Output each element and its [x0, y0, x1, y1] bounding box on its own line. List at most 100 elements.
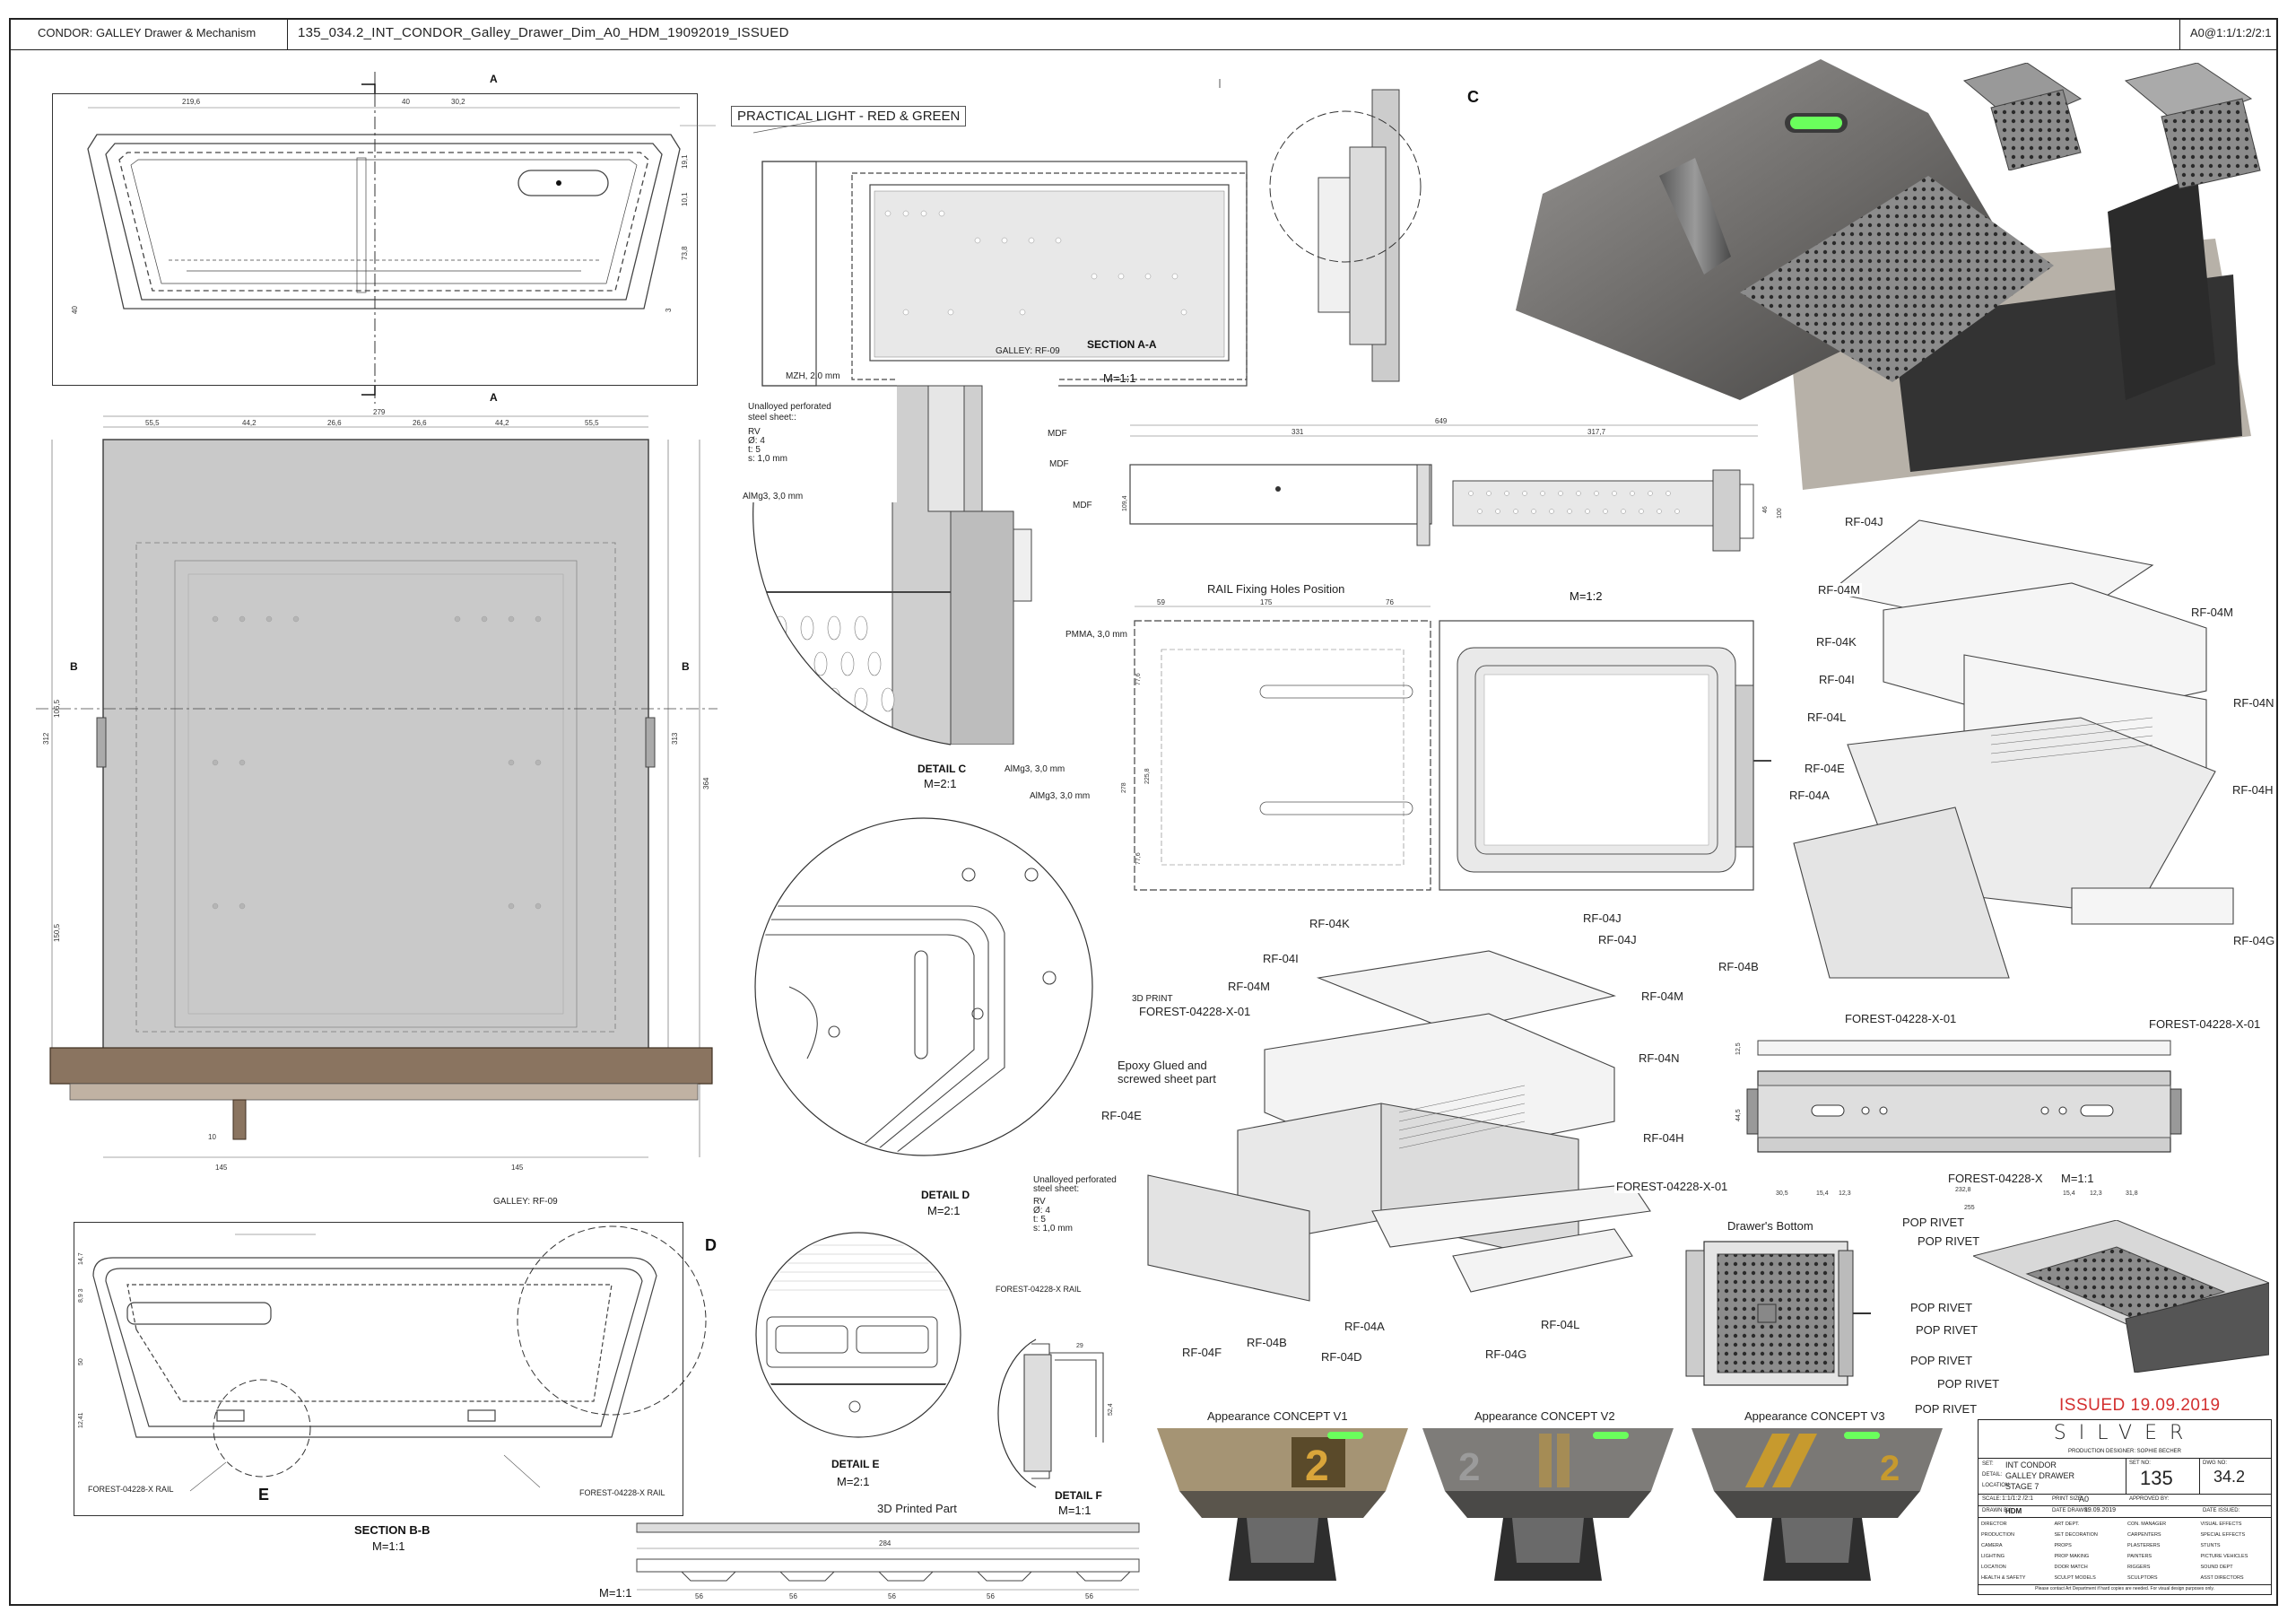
tb-dist-item: SCULPT MODELS — [2054, 1575, 2096, 1581]
detail-d-almg-2: AlMg3, 3,0 mm — [1030, 791, 1091, 801]
detail-c-pmma: PMMA, 3,0 mm — [1065, 630, 1127, 640]
tb-dateissued-label: DATE ISSUED: — [2203, 1508, 2240, 1513]
exp-c-rf04j-2: RF-04J — [1596, 933, 1639, 946]
exp-r-rf04m-1: RF-04M — [1816, 583, 1862, 597]
detail-c-dia: Ø: 4 — [748, 436, 765, 446]
tb-dist-item: RIGGERS — [2127, 1565, 2151, 1570]
exp-r-rf04k: RF-04K — [1814, 635, 1858, 649]
production-designer: PRODUCTION DESIGNER: SOPHIE BECHER — [2067, 1449, 2182, 1454]
exp-c-rf04a: RF-04A — [1343, 1320, 1387, 1333]
title-divider-2 — [2179, 18, 2180, 50]
section-marker-a-bottom: A — [490, 391, 498, 404]
svg-text:145: 145 — [511, 1164, 524, 1172]
exploded-right-drawing — [1793, 519, 2234, 979]
exp-r-rf04i: RF-04I — [1817, 673, 1857, 686]
tb-dist-col3: CON. MANAGER CARPENTERS PLASTERERS PAINT… — [2125, 1519, 2198, 1583]
tb-dist-item: SCULPTORS — [2127, 1575, 2158, 1581]
svg-text:14,7: 14,7 — [78, 1252, 84, 1265]
svg-text:50: 50 — [78, 1358, 84, 1365]
detail-c-almg-label: AlMg3, 3,0 mm — [743, 492, 804, 501]
exp-c-rf04i: RF-04I — [1261, 952, 1300, 965]
svg-text:15,4: 15,4 — [1816, 1190, 1829, 1197]
company-logo: SILVER — [2053, 1422, 2196, 1444]
tb-detail-label: DETAIL: — [1982, 1472, 2003, 1478]
tb-date-label: DATE DRAWN: — [2052, 1508, 2090, 1513]
tb-location: STAGE 7 — [2005, 1482, 2039, 1491]
svg-text:77,6: 77,6 — [1135, 673, 1142, 685]
svg-text:175: 175 — [1260, 598, 1273, 606]
section-aa-scale: M=1:1 — [1103, 371, 1136, 385]
detail-d-rv: RV — [1033, 1197, 1046, 1207]
tb-dist-item: CON. MANAGER — [2127, 1521, 2167, 1527]
tb-line-5 — [1979, 1584, 2271, 1585]
exp-r-rf04a: RF-04A — [1787, 789, 1831, 802]
side-view-drawing: 649 331 317,7 46 100 109,4 — [1122, 417, 1783, 552]
pop-rivet-6: POP RIVET — [1937, 1377, 2000, 1391]
detail-c-drawing — [752, 377, 1059, 745]
concept-v3-render: 2 — [1692, 1428, 1943, 1581]
section-aa-drawing — [753, 79, 1422, 387]
section-bb-rail-right: FOREST-04228-X RAIL — [579, 1488, 665, 1497]
tb-dist-item: ASST DIRECTORS — [2200, 1575, 2244, 1581]
rail-view-label: FOREST-04228-X — [1948, 1172, 2043, 1185]
svg-text:8,9 3: 8,9 3 — [78, 1288, 84, 1303]
svg-text:26,6: 26,6 — [327, 419, 342, 427]
svg-text:219,6: 219,6 — [182, 98, 201, 106]
svg-text:40: 40 — [71, 306, 79, 314]
concept-v1-digit: 2 — [1305, 1443, 1329, 1490]
svg-text:56: 56 — [695, 1592, 703, 1599]
svg-text:26,6: 26,6 — [413, 419, 427, 427]
svg-text:12,5: 12,5 — [1735, 1042, 1742, 1055]
svg-text:279: 279 — [373, 408, 386, 416]
svg-text:3: 3 — [665, 308, 673, 312]
drawer-bottom-drawing — [1685, 1241, 1871, 1386]
tb-line-3 — [1979, 1505, 2271, 1506]
detail-c-mdf-3: MDF — [1073, 501, 1092, 510]
detail-c-perf-label-1: Unalloyed perforated — [748, 402, 831, 412]
tb-dist-item: SET DECORATION — [2054, 1532, 2098, 1538]
concept-v1-title: Appearance CONCEPT V1 — [1207, 1409, 1348, 1423]
tb-dist-item: SPECIAL EFFECTS — [2200, 1532, 2246, 1538]
pop-rivet-5: POP RIVET — [1910, 1354, 1973, 1367]
tb-dist-item: DIRECTOR — [1981, 1521, 2007, 1527]
svg-text:145: 145 — [215, 1164, 228, 1172]
concept-v3-digit: 2 — [1880, 1449, 1900, 1488]
exp-c-rf04d: RF-04D — [1319, 1350, 1364, 1364]
section-bb-galley-label: GALLEY: RF-09 — [493, 1197, 558, 1207]
exp-c-rf04l: RF-04L — [1539, 1318, 1582, 1331]
detail-d-3dprint: 3D PRINT — [1132, 994, 1173, 1004]
detail-d-title: DETAIL D — [921, 1189, 970, 1201]
detail-c-title: DETAIL C — [918, 763, 967, 775]
tb-scale: 1:1/1:2 /2:1 — [2002, 1495, 2034, 1502]
printed-part-scale: M=1:1 — [599, 1586, 632, 1600]
concept-v2-render: 2 — [1422, 1428, 1674, 1581]
svg-text:56: 56 — [987, 1592, 995, 1599]
exp-c-rf04m-1: RF-04M — [1226, 980, 1272, 993]
pop-rivet-1: POP RIVET — [1902, 1216, 1965, 1229]
rail-fixing-drawing: 59 175 76 278 77,6 77,6 225,8 — [1121, 598, 1771, 891]
detail-d-drawing — [754, 817, 1093, 1156]
tb-dist-item: DOOR MATCH — [2054, 1565, 2088, 1570]
practical-light-label: PRACTICAL LIGHT - RED & GREEN — [731, 106, 967, 126]
tb-dist-item: ART DEPT. — [2054, 1521, 2080, 1527]
tb-dist-col1: DIRECTOR PRODUCTION CAMERA LIGHTING LOCA… — [1979, 1519, 2052, 1583]
svg-text:225,8: 225,8 — [1144, 768, 1151, 784]
detail-d-s: s: 1,0 mm — [1033, 1224, 1073, 1234]
detail-c-mdf-2: MDF — [1049, 459, 1069, 469]
section-bb-scale: M=1:1 — [372, 1539, 405, 1553]
tb-set: INT CONDOR — [2005, 1460, 2057, 1469]
tb-dist-item: LIGHTING — [1981, 1554, 2005, 1559]
exploded-center-drawing — [1147, 950, 1651, 1302]
tb-footer: Please contact Art Department if hard co… — [2035, 1586, 2214, 1591]
detail-d-epoxy-2: screwed sheet part — [1118, 1072, 1216, 1086]
svg-text:232,8: 232,8 — [1955, 1187, 1971, 1193]
tb-printsize-label: PRINT SIZE: — [2052, 1496, 2083, 1502]
tb-dist-item: LOCATION — [1981, 1565, 2006, 1570]
svg-text:331: 331 — [1292, 428, 1304, 436]
tb-approved-label: APPROVED BY: — [2129, 1496, 2170, 1502]
tb-dist-item: PROPS — [2054, 1543, 2072, 1548]
concept-v3-title: Appearance CONCEPT V3 — [1744, 1409, 1885, 1423]
svg-text:44,2: 44,2 — [242, 419, 257, 427]
tb-dist-item: CARPENTERS — [2127, 1532, 2161, 1538]
detail-d-perf-1: Unalloyed perforated — [1033, 1175, 1117, 1185]
